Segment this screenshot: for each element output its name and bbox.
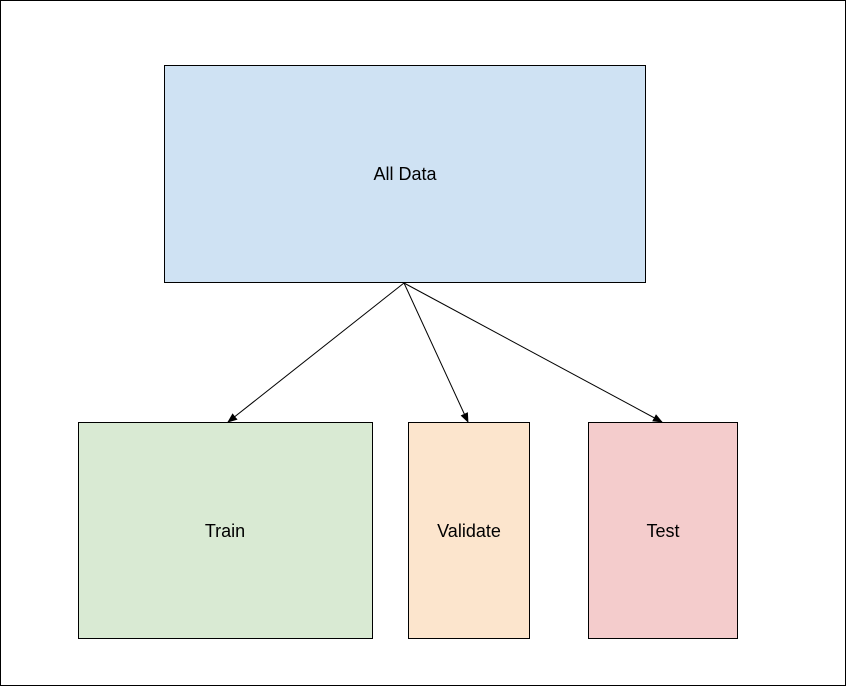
edge-all-data-to-validate [403, 282, 469, 423]
node-all-data-box [164, 65, 646, 283]
node-test-label: Test [646, 521, 679, 541]
node-train: Train [78, 422, 373, 639]
node-validate-box [408, 422, 530, 639]
node-validate: Validate [408, 422, 530, 639]
edge-all-data-to-train [227, 282, 405, 423]
node-test-box [588, 422, 738, 639]
node-all-data-label: All Data [373, 164, 437, 184]
node-all-data: All Data [164, 65, 646, 283]
edge-all-data-to-test [403, 282, 663, 423]
node-test: Test [588, 422, 738, 639]
node-validate-label: Validate [437, 521, 501, 541]
node-train-box [78, 422, 373, 639]
node-train-label: Train [205, 521, 245, 541]
